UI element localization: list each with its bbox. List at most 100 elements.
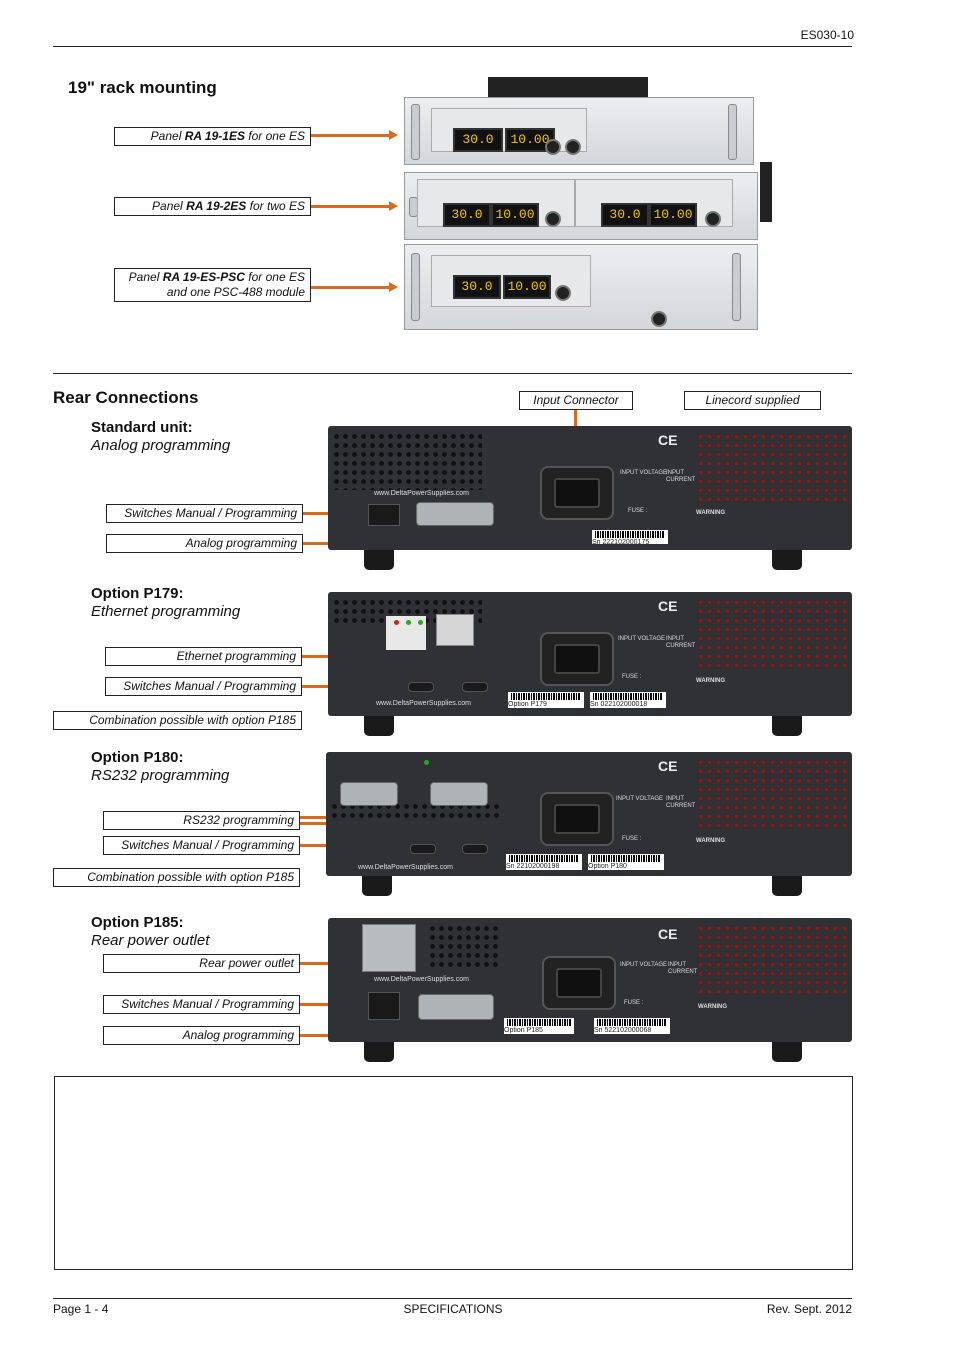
foot: [362, 876, 392, 896]
knob: [545, 139, 561, 155]
knob: [565, 139, 581, 155]
foot: [364, 716, 394, 736]
vent-grill: [332, 432, 482, 490]
label-switches: Switches Manual / Programming: [103, 995, 300, 1014]
warning-label: WARNING: [696, 838, 725, 844]
handle-left: [411, 253, 420, 321]
input-current-label: INPUT CURRENT: [666, 636, 696, 649]
fuse-label: FUSE :: [622, 674, 642, 680]
rdy-led: [424, 760, 429, 765]
footer-rule: [53, 1298, 852, 1299]
rack-panel-1: 30.0 10.00: [404, 97, 754, 165]
label-rear-outlet: Rear power outlet: [103, 954, 300, 973]
warning-label: WARNING: [696, 678, 725, 684]
p179-heading: Option P179:: [91, 585, 184, 602]
input-current-label: INPUT CURRENT: [668, 962, 698, 975]
current-display: 10.00: [503, 275, 551, 299]
rs232-from-pc-port: [430, 782, 488, 806]
vent-grill: [696, 758, 848, 828]
label-analog: Analog programming: [103, 1026, 300, 1045]
serial-label: Sn 22102000198: [506, 854, 582, 870]
serial-label: Sn 022102000018: [590, 692, 666, 708]
fuse-label: FUSE :: [622, 836, 642, 842]
website-label: www.DeltaPowerSupplies.com: [374, 976, 469, 983]
rack-section-title: 19" rack mounting: [68, 78, 217, 97]
rear-panel-p185: CE INPUT VOLTAGE INPUT CURRENT FUSE : WA…: [328, 918, 852, 1042]
rack-panel-3: 30.0 10.00: [404, 244, 758, 330]
label-ra19-1es: Panel RA 19-1ES for one ES: [114, 127, 311, 146]
label-linecord: Linecord supplied: [684, 391, 821, 410]
rear-panel-standard: CE INPUT VOLTAGE INPUT CURRENT FUSE : WA…: [328, 426, 852, 550]
label-switches: Switches Manual / Programming: [106, 504, 303, 523]
act-led: [418, 620, 423, 625]
input-voltage-label: INPUT VOLTAGE: [620, 962, 668, 968]
rack-panel-2: 30.0 10.00 30.0 10.00: [404, 172, 758, 240]
rear-panel-p180: CE INPUT VOLTAGE INPUT CURRENT FUSE : WA…: [326, 752, 852, 876]
footer-center: SPECIFICATIONS: [403, 1302, 503, 1316]
ac-inlet: [540, 792, 614, 846]
vent-grill: [330, 802, 500, 820]
voltage-display: 30.0: [453, 128, 503, 152]
vent-grill: [428, 924, 498, 968]
label-ra19-2es: Panel RA 19-2ES for two ES: [114, 197, 311, 216]
label-analog: Analog programming: [106, 534, 303, 553]
revision: Rev. Sept. 2012: [766, 1302, 852, 1316]
option-label: Option P185: [504, 1018, 574, 1034]
label-ethernet: Ethernet programming: [105, 647, 302, 666]
fuse-label: FUSE :: [624, 1000, 644, 1006]
mode-switches: [368, 992, 400, 1020]
label-rs232: RS232 programming: [103, 811, 300, 830]
section-rule: [53, 373, 852, 374]
rear-section-title: Rear Connections: [53, 388, 199, 407]
mode-switch: [410, 844, 436, 854]
input-voltage-label: INPUT VOLTAGE: [618, 636, 666, 642]
p185-heading: Option P185:: [91, 914, 184, 931]
vent-grill: [696, 432, 848, 502]
vent-grill: [696, 598, 848, 668]
fuse-label: FUSE :: [628, 508, 648, 514]
input-voltage-label: INPUT VOLTAGE: [620, 470, 668, 476]
handle-right: [728, 104, 737, 160]
mode-switch: [408, 682, 434, 692]
ac-inlet: [542, 956, 616, 1010]
input-current-label: INPUT CURRENT: [666, 796, 696, 809]
p180-subheading: RS232 programming: [91, 767, 230, 784]
ce-mark-icon: CE: [658, 598, 678, 614]
rear-panel-p179: CE INPUT VOLTAGE INPUT CURRENT FUSE : WA…: [328, 592, 852, 716]
warning-label: WARNING: [696, 510, 725, 516]
foot: [364, 1042, 394, 1062]
current-display: 10.00: [649, 203, 697, 227]
rs232-to-next-port: [340, 782, 398, 806]
option-label: Option P180: [588, 854, 664, 870]
knob: [651, 311, 667, 327]
analog-connector: [416, 502, 494, 526]
ce-mark-icon: CE: [658, 758, 678, 774]
vent-grill: [696, 924, 848, 996]
arrow-ra19-2es: [311, 201, 398, 211]
label-combination: Combination possible with option P185: [53, 711, 302, 730]
ethernet-port: [436, 614, 474, 646]
ce-mark-icon: CE: [658, 432, 678, 448]
voltage-display: 30.0: [443, 203, 491, 227]
current-display: 10.00: [491, 203, 539, 227]
label-input-connector: Input Connector: [519, 391, 633, 410]
website-label: www.DeltaPowerSupplies.com: [358, 864, 453, 871]
standard-subheading: Analog programming: [91, 437, 231, 454]
voltage-display: 30.0: [453, 275, 501, 299]
p185-subheading: Rear power outlet: [91, 932, 210, 949]
ce-mark-icon: CE: [658, 926, 678, 942]
document-id: ES030-10: [800, 28, 854, 42]
label-combination: Combination possible with option P185: [53, 868, 300, 887]
arrow-ra19-es-psc: [311, 282, 398, 292]
website-label: www.DeltaPowerSupplies.com: [376, 700, 471, 707]
knob: [545, 211, 561, 227]
mode-switch: [462, 844, 488, 854]
website-label: www.DeltaPowerSupplies.com: [374, 490, 469, 497]
label-ra19-es-psc: Panel RA 19-ES-PSC for one ES and one PS…: [114, 268, 311, 302]
foot: [364, 550, 394, 570]
knob: [555, 285, 571, 301]
header-rule: [53, 46, 852, 47]
serial-label: Sn 522102000068: [594, 1018, 670, 1034]
p180-heading: Option P180:: [91, 749, 184, 766]
input-current-label: INPUT CURRENT: [666, 470, 696, 483]
